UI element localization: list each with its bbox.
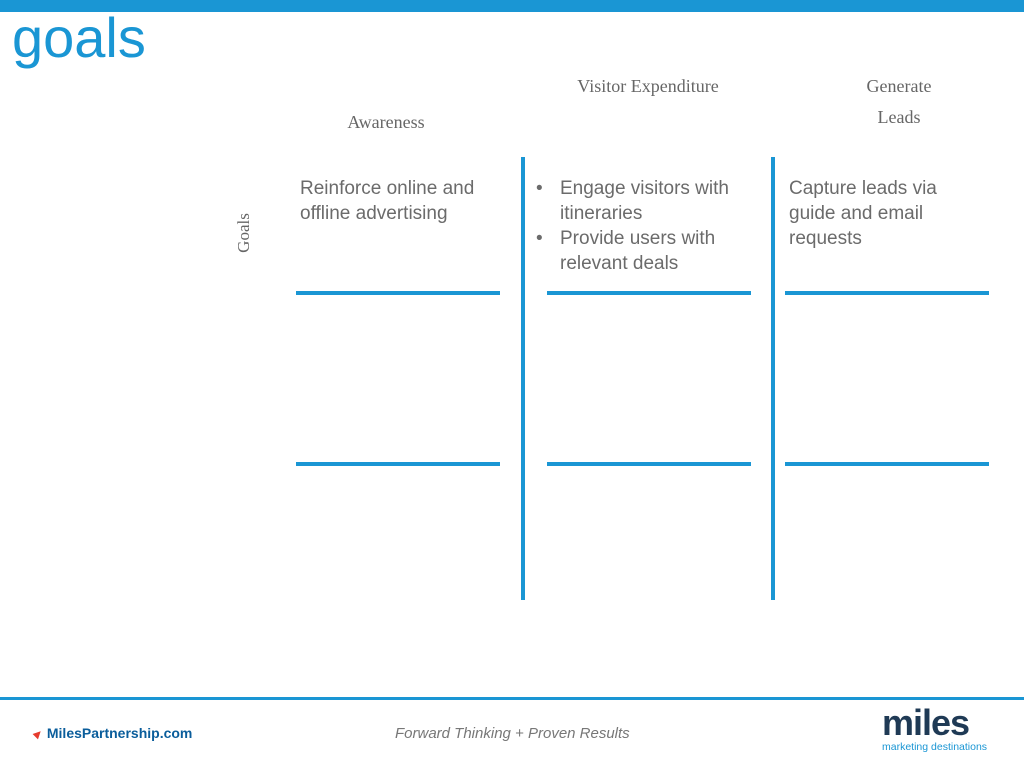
cell-awareness-goal: Reinforce online and offline advertising bbox=[300, 178, 475, 224]
grid-divider-horizontal bbox=[547, 462, 751, 466]
miles-logo: miles marketing destinations bbox=[882, 705, 994, 755]
logo-wordmark: miles bbox=[882, 702, 970, 743]
cell-generate-leads-goal: Capture leads via guide and email reques… bbox=[789, 178, 937, 249]
grid-divider-horizontal bbox=[785, 291, 989, 295]
column-header-generate-leads: Generate Leads bbox=[829, 71, 969, 133]
footer-divider bbox=[0, 697, 1024, 700]
grid-divider-horizontal bbox=[296, 462, 500, 466]
column-header-line: Generate bbox=[866, 76, 932, 96]
column-header-line: Leads bbox=[877, 107, 921, 127]
list-item-text: Provide users with relevant deals bbox=[560, 228, 716, 274]
logo-subtitle: marketing destinations bbox=[882, 741, 988, 753]
grid-divider-horizontal bbox=[785, 462, 989, 466]
bullet-icon: • bbox=[536, 178, 543, 199]
grid-divider-horizontal bbox=[547, 291, 751, 295]
list-item: • Provide users with relevant deals bbox=[532, 226, 762, 276]
row-label-text: Goals bbox=[234, 213, 253, 253]
bullet-icon: • bbox=[536, 228, 543, 249]
grid-divider-vertical bbox=[521, 157, 525, 600]
column-header-awareness: Awareness bbox=[347, 112, 425, 132]
footer-tagline: Forward Thinking + Proven Results bbox=[395, 725, 630, 742]
footer-link-text: MilesPartnership.com bbox=[46, 725, 193, 741]
top-accent-bar bbox=[0, 0, 1024, 12]
list-item-text: Engage visitors with itineraries bbox=[560, 178, 729, 224]
arrow-icon: ▲ bbox=[28, 723, 49, 743]
list-item: • Engage visitors with itineraries bbox=[532, 176, 762, 226]
cell-visitor-expenditure-goals: • Engage visitors with itineraries • Provi… bbox=[532, 176, 762, 276]
row-label-goals: Goals bbox=[233, 208, 255, 258]
grid-divider-vertical bbox=[771, 157, 775, 600]
grid-divider-horizontal bbox=[296, 291, 500, 295]
slide-title: goals bbox=[12, 6, 146, 69]
column-header-visitor-expenditure: Visitor Expenditure bbox=[577, 76, 719, 96]
footer-website-link[interactable]: ▲ MilesPartnership.com bbox=[28, 723, 193, 743]
